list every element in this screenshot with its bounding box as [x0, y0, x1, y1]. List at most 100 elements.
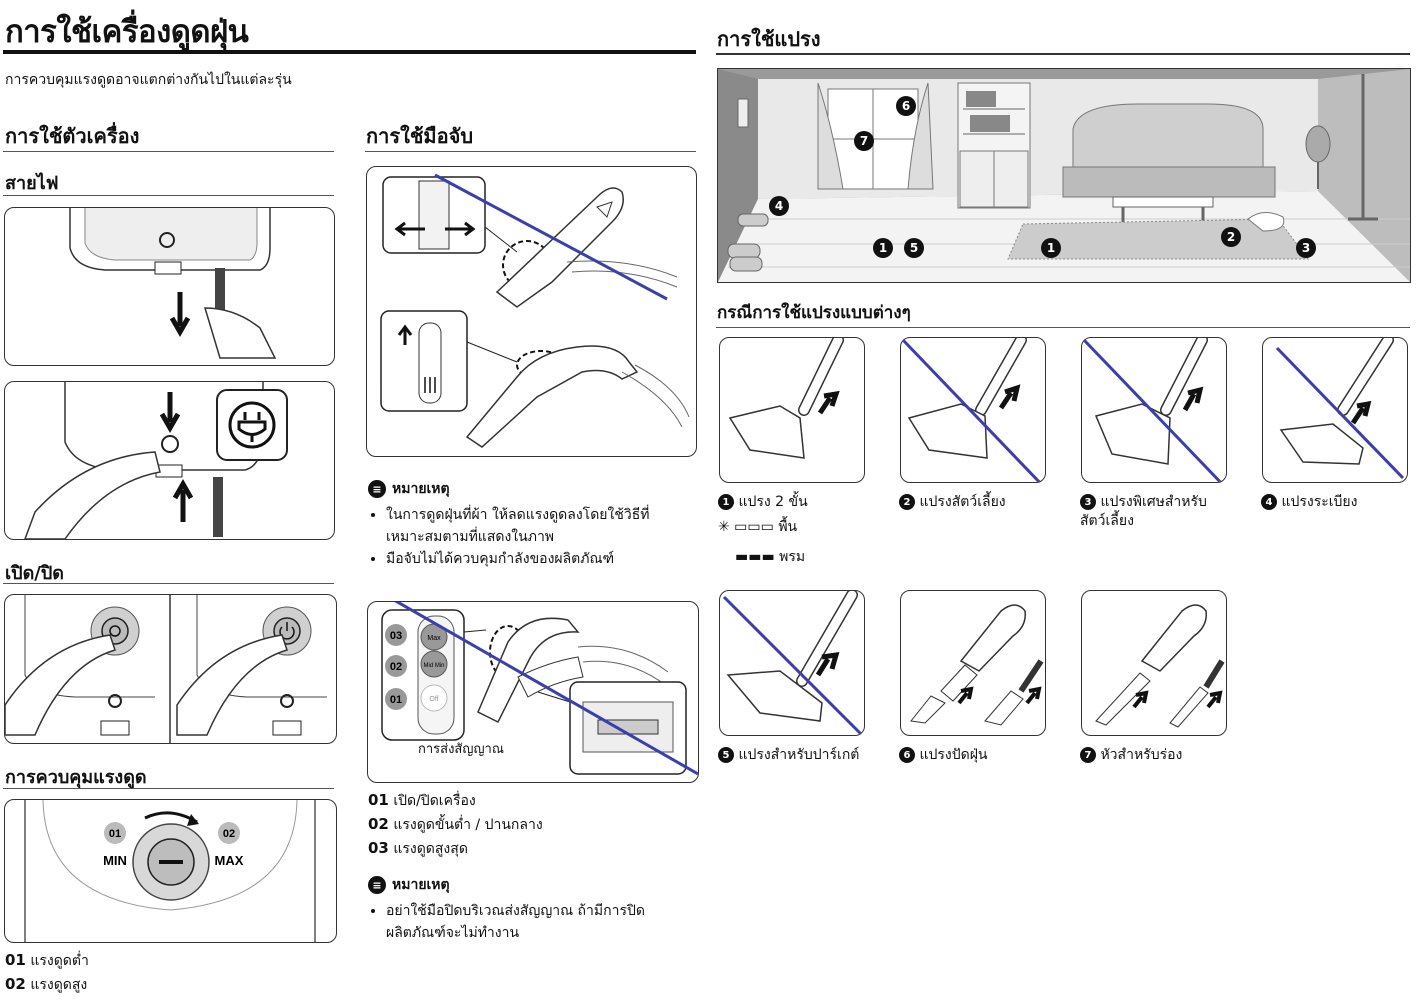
section-rule: [716, 327, 1410, 328]
floor-setting: ✳ ▭▭▭ พื้น: [718, 518, 797, 537]
room-marker-2: 2: [1221, 227, 1241, 247]
section-title-brush: การใช้แปรง: [717, 27, 821, 51]
brush-badge: 7: [1080, 747, 1096, 763]
suction-dial-illustration: 01 02 MIN MAX: [4, 799, 337, 943]
section-title-unit: การใช้ตัวเครื่อง: [5, 124, 140, 148]
floor-label: พื้น: [778, 519, 798, 535]
remote-button-02: 02: [390, 661, 402, 673]
note-title: ≡ หมายเหตุ: [368, 874, 688, 896]
brush-badge: 2: [899, 494, 915, 510]
room-markers: 6 7 4 1 5 1 2 3: [718, 69, 1410, 282]
carpet-label: พรม: [779, 549, 806, 565]
brush-label-text: แปรง 2 ขั้น: [738, 494, 808, 510]
carpet-icon: ▬▬▬: [735, 549, 775, 565]
note-item: มือจับไม่ได้ควบคุมกำลังของผลิตภัณฑ์: [386, 548, 688, 570]
brush-2step-image: [719, 337, 865, 483]
on-off-heading: เปิด/ปิด: [5, 563, 64, 584]
brush-label-text: แปรงปัดฝุ่น: [919, 747, 988, 763]
title-rule: [3, 50, 696, 54]
room-marker-5: 5: [904, 238, 924, 258]
brush-badge: 6: [899, 747, 915, 763]
dial-max-label: MAX: [215, 853, 244, 868]
floor-icon: ✳ ▭▭▭: [718, 519, 774, 535]
remote-max-label: Max: [427, 635, 441, 642]
brush-label-6: 6 แปรงปัดฝุ่น: [899, 746, 1059, 765]
room-marker-1b: 1: [1041, 238, 1061, 258]
brush-label-text: แปรงสัตว์เลี้ยง: [919, 494, 1006, 510]
brush-label-text: แปรงพิเศษสำหรับสัตว์เลี้ยง: [1080, 494, 1207, 529]
note-item: ในการดูดฝุ่นที่ผ้า ให้ลดแรงดูดลงโดยใช้วิ…: [386, 504, 688, 548]
note-item: อย่าใช้มือปิดบริเวณส่งสัญญาณ ถ้ามีการปิด…: [386, 900, 688, 944]
brush-label-text: แปรงระเบียง: [1281, 494, 1358, 510]
brush-badge: 5: [718, 747, 734, 763]
brush-label-text: หัวสำหรับร่อง: [1100, 747, 1183, 763]
note-title-text: หมายเหตุ: [392, 481, 450, 497]
note-title-text: หมายเหตุ: [392, 877, 450, 893]
handle-illustration: [366, 166, 697, 457]
section-title-handle: การใช้มือจับ: [366, 124, 474, 148]
remote-button-03: 03: [390, 630, 402, 642]
note-icon: ≡: [368, 480, 386, 498]
handle-note-2: ≡ หมายเหตุ อย่าใช้มือปิดบริเวณส่งสัญญาณ ถ…: [368, 874, 688, 944]
legend-text: แรงดูดขั้นต่ำ / ปานกลาง: [393, 817, 543, 833]
brush-pet-special-image: [1081, 337, 1227, 483]
handle-legend-1: 01 เปิด/ปิดเครื่อง: [368, 790, 476, 812]
room-marker-1a: 1: [873, 238, 893, 258]
brush-badge: 1: [718, 494, 734, 510]
suction-legend-1: 01 แรงดูดต่ำ: [5, 950, 89, 972]
section-rule: [3, 195, 334, 196]
on-off-illustration: [4, 594, 337, 744]
remote-mid-label: Mid Min: [423, 663, 444, 669]
cases-title: กรณีการใช้แปรงแบบต่างๆ: [717, 303, 911, 323]
handle-legend-2: 02 แรงดูดขั้นต่ำ / ปานกลาง: [368, 814, 543, 836]
brush-parquet-image: [719, 590, 865, 736]
page-subtitle: การควบคุมแรงดูดอาจแตกต่างกันไปในแต่ละรุ่…: [5, 72, 292, 88]
room-marker-6: 6: [896, 96, 916, 116]
brush-badge: 4: [1261, 494, 1277, 510]
signal-label: การส่งสัญญาณ: [418, 742, 504, 757]
room-illustration: 6 7 4 1 5 1 2 3: [717, 68, 1411, 283]
carpet-setting: ▬▬▬ พรม: [735, 548, 805, 567]
brush-label-2: 2 แปรงสัตว์เลี้ยง: [899, 493, 1059, 512]
brush-label-1: 1 แปรง 2 ขั้น: [718, 493, 878, 512]
power-cord-heading: สายไฟ: [5, 173, 59, 194]
section-rule: [716, 53, 1410, 55]
legend-num: 03: [368, 839, 389, 857]
remote-off-label: Off: [429, 696, 438, 703]
handle-remote-illustration: 03 02 01 Max Mid Min Off การส่งสัญญาณ: [367, 601, 699, 783]
legend-text: แรงดูดสูงสุด: [393, 841, 468, 857]
page-title: การใช้เครื่องดูดฝุ่น: [5, 14, 249, 50]
legend-num: 02: [5, 975, 26, 993]
brush-label-3: 3 แปรงพิเศษสำหรับสัตว์เลี้ยง: [1080, 493, 1220, 531]
dial-left-num: 01: [109, 828, 121, 840]
handle-note-1: ≡ หมายเหตุ ในการดูดฝุ่นที่ผ้า ให้ลดแรงดูด…: [368, 478, 688, 570]
brush-label-4: 4 แปรงระเบียง: [1261, 493, 1411, 512]
brush-label-7: 7 หัวสำหรับร่อง: [1080, 746, 1240, 765]
brush-label-text: แปรงสำหรับปาร์เกต์: [738, 747, 860, 763]
handle-legend-3: 03 แรงดูดสูงสุด: [368, 838, 468, 860]
legend-text: แรงดูดสูง: [30, 977, 88, 993]
note-title: ≡ หมายเหตุ: [368, 478, 688, 500]
legend-num: 02: [368, 815, 389, 833]
brush-crevice-image: [1081, 590, 1227, 736]
section-rule: [365, 151, 696, 152]
brush-dusting-image: [900, 590, 1046, 736]
note-icon: ≡: [368, 876, 386, 894]
legend-text: แรงดูดต่ำ: [30, 953, 89, 969]
section-rule: [3, 788, 334, 789]
legend-num: 01: [368, 791, 389, 809]
suction-control-heading: การควบคุมแรงดูด: [5, 767, 147, 788]
section-rule: [3, 583, 334, 584]
remote-button-01: 01: [390, 694, 402, 706]
brush-badge: 3: [1080, 494, 1096, 510]
dial-right-num: 02: [223, 828, 235, 840]
room-marker-7: 7: [854, 131, 874, 151]
legend-num: 01: [5, 951, 26, 969]
brush-label-5: 5 แปรงสำหรับปาร์เกต์: [718, 746, 888, 765]
cord-plug-illustration: [4, 381, 335, 540]
brush-pet-image: [900, 337, 1046, 483]
section-rule: [3, 151, 334, 152]
cord-unplug-illustration: [4, 207, 335, 366]
room-marker-3: 3: [1296, 238, 1316, 258]
legend-text: เปิด/ปิดเครื่อง: [393, 793, 476, 809]
